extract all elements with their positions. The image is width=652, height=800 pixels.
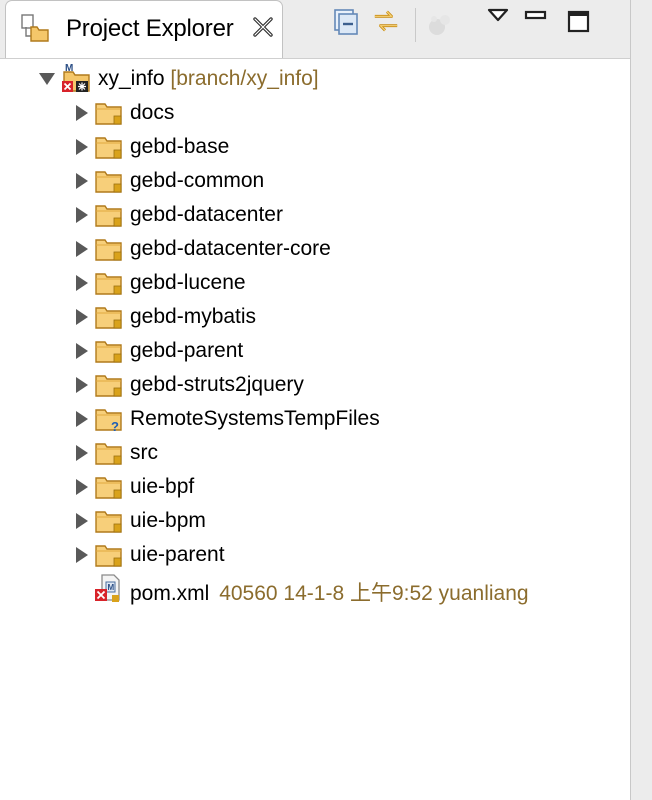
- tree-root-row[interactable]: M xy_info [branch/xy_info]: [0, 62, 630, 96]
- branch-decoration: [branch/xy_info]: [170, 67, 319, 90]
- tree-item-label: gebd-struts2jquery: [130, 373, 304, 396]
- collapsed-twisty-icon[interactable]: [72, 308, 90, 326]
- tree-item-label: uie-bpf: [130, 475, 195, 498]
- minimize-icon: [524, 10, 547, 20]
- collapsed-twisty-icon[interactable]: [72, 206, 90, 224]
- collapse-all-icon: [334, 9, 358, 35]
- tree-item-label: gebd-parent: [130, 339, 244, 362]
- folder-icon: [94, 506, 124, 534]
- view-header: Project Explorer: [0, 0, 630, 59]
- project-tree: M xy_info [branch/xy_info] docs: [0, 58, 630, 800]
- maximize-icon: [567, 10, 590, 33]
- tree-item-label: gebd-datacenter: [130, 203, 283, 226]
- tree-item-label: gebd-lucene: [130, 271, 246, 294]
- collapsed-twisty-icon[interactable]: [72, 172, 90, 190]
- expanded-twisty-icon[interactable]: [38, 70, 56, 88]
- view-menu-button[interactable]: [484, 0, 512, 30]
- folder-icon: [94, 98, 124, 126]
- maven-project-icon: M: [60, 62, 96, 94]
- collapsed-twisty-icon[interactable]: [72, 240, 90, 258]
- tree-item-label: gebd-base: [130, 135, 230, 158]
- collapsed-twisty-icon[interactable]: [72, 376, 90, 394]
- collapsed-twisty-icon[interactable]: [72, 512, 90, 530]
- tree-item-gebd-datacenter[interactable]: gebd-datacenter: [0, 198, 630, 232]
- tree-item-gebd-base[interactable]: gebd-base: [0, 130, 630, 164]
- tree-item-uie-bpf[interactable]: uie-bpf: [0, 470, 630, 504]
- folder-icon: [94, 540, 124, 568]
- link-with-editor-button[interactable]: [372, 6, 400, 36]
- tree-item-uie-bpm[interactable]: uie-bpm: [0, 504, 630, 538]
- link-with-editor-icon: [374, 10, 398, 32]
- toolbar-separator: [415, 8, 416, 42]
- folder-icon: [94, 370, 124, 398]
- tree-item-gebd-common[interactable]: gebd-common: [0, 164, 630, 198]
- focus-button[interactable]: [425, 10, 453, 40]
- tree-item-gebd-parent[interactable]: gebd-parent: [0, 334, 630, 368]
- collapse-all-button[interactable]: [331, 7, 359, 37]
- minimize-button[interactable]: [522, 1, 550, 31]
- collapsed-twisty-icon[interactable]: [72, 478, 90, 496]
- tree-item-label: gebd-datacenter-core: [130, 237, 331, 260]
- tree-item-label: docs: [130, 101, 175, 124]
- tree-item-src[interactable]: src: [0, 436, 630, 470]
- svg-text:M: M: [108, 583, 115, 592]
- maximize-button[interactable]: [565, 7, 593, 37]
- folder-icon: [94, 472, 124, 500]
- xml-file-error-icon: M: [92, 572, 124, 604]
- tree-item-gebd-mybatis[interactable]: gebd-mybatis: [0, 300, 630, 334]
- collapsed-twisty-icon[interactable]: [72, 138, 90, 156]
- unversioned-folder-icon: ?: [94, 404, 124, 434]
- file-name: pom.xml: [130, 582, 210, 605]
- collapsed-twisty-icon[interactable]: [72, 104, 90, 122]
- project-name: xy_info: [98, 67, 165, 90]
- tab-project-explorer[interactable]: Project Explorer: [5, 0, 283, 58]
- view-menu-icon: [487, 8, 509, 22]
- tree-item-uie-parent[interactable]: uie-parent: [0, 538, 630, 572]
- tree-item-gebd-struts2jquery[interactable]: gebd-struts2jquery: [0, 368, 630, 402]
- close-view-icon[interactable]: [250, 16, 276, 42]
- file-svn-decoration: 40560 14-1-8 上午9:52 yuanliang: [219, 582, 529, 605]
- tree-item-gebd-datacenter-core[interactable]: gebd-datacenter-core: [0, 232, 630, 266]
- folder-icon: [94, 302, 124, 330]
- folder-icon: [94, 268, 124, 296]
- tree-file-row[interactable]: M pom.xml 40560 14-1-8 上午9:52 yuanliang: [0, 572, 630, 606]
- svg-text:?: ?: [111, 419, 119, 432]
- folder-icon: [94, 166, 124, 194]
- tree-item-label: gebd-mybatis: [130, 305, 257, 328]
- focus-icon: [429, 15, 450, 35]
- scrollbar-gutter: [630, 0, 652, 800]
- folder-icon: [94, 438, 124, 466]
- svg-text:M: M: [65, 63, 73, 74]
- tree-item-docs[interactable]: docs: [0, 96, 630, 130]
- folder-icon: [94, 200, 124, 228]
- tree-item-label: RemoteSystemsTempFiles: [130, 407, 380, 430]
- view-title: Project Explorer: [66, 15, 234, 42]
- collapsed-twisty-icon[interactable]: [72, 410, 90, 428]
- tree-item-gebd-lucene[interactable]: gebd-lucene: [0, 266, 630, 300]
- tree-item-label: gebd-common: [130, 169, 265, 192]
- collapsed-twisty-icon[interactable]: [72, 444, 90, 462]
- tree-item-label: uie-parent: [130, 543, 225, 566]
- project-explorer-icon: [20, 14, 50, 42]
- collapsed-twisty-icon[interactable]: [72, 274, 90, 292]
- tree-item-label: src: [130, 441, 158, 464]
- tree-item-label: uie-bpm: [130, 509, 206, 532]
- collapsed-twisty-icon[interactable]: [72, 546, 90, 564]
- folder-icon: [94, 336, 124, 364]
- folder-icon: [94, 132, 124, 160]
- collapsed-twisty-icon[interactable]: [72, 342, 90, 360]
- tree-item-remotesystemstempfiles[interactable]: ? RemoteSystemsTempFiles: [0, 402, 630, 436]
- folder-icon: [94, 234, 124, 262]
